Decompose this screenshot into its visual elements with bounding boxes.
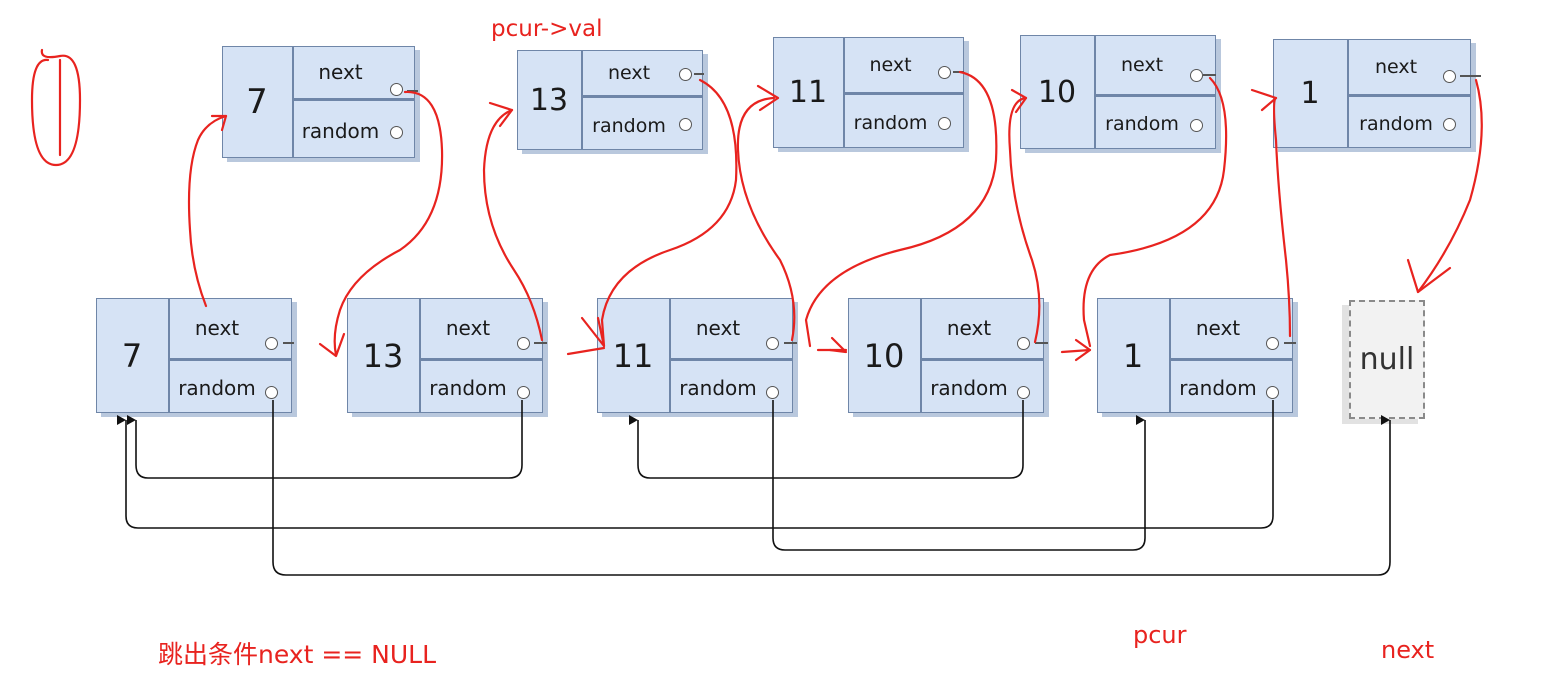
random-field-label: random (930, 376, 1008, 400)
node-value: 11 (597, 298, 671, 413)
next-label: next (1381, 636, 1435, 664)
red-arrow-top10-to-bottom1 (1082, 76, 1228, 348)
red-arrowhead (1010, 88, 1028, 114)
null-node: null (1349, 300, 1425, 419)
node-value: 7 (222, 46, 294, 158)
exit-condition-label: 跳出条件next == NULL (158, 640, 437, 669)
node-value: 13 (517, 50, 583, 150)
next-field-label: next (1169, 298, 1293, 361)
red-arrow-bottom13-to-top13 (482, 108, 544, 342)
red-arrow-bottom1-to-top1 (1272, 96, 1292, 338)
red-arrow-bottom11-to-top11 (736, 96, 796, 342)
top-node-1: 1 next random (1273, 39, 1471, 148)
random-field-label: random (178, 376, 256, 400)
red-loop-mark (30, 48, 82, 167)
next-port-icon (1017, 337, 1030, 350)
next-port-icon (390, 83, 403, 96)
next-port-icon (766, 337, 779, 350)
random-port-icon (1266, 386, 1279, 399)
random-port-icon (1017, 386, 1030, 399)
next-stub-lines (283, 71, 1481, 344)
random-port-icon (1443, 118, 1456, 131)
node-value: 10 (1020, 35, 1096, 149)
random-field-label: random (429, 376, 507, 400)
red-arrow-top1-to-null (1416, 78, 1483, 294)
red-arrowhead (1074, 338, 1092, 362)
random-field-label: random (592, 114, 666, 137)
node-value: 1 (1273, 39, 1349, 148)
next-port-icon (679, 68, 692, 81)
red-arrowhead (318, 332, 346, 358)
random-port-icon (265, 386, 278, 399)
next-field-label: next (581, 50, 703, 98)
red-arrowhead (580, 316, 606, 348)
random-arrow-10-to-11 (629, 400, 1024, 479)
top-node-10: 10 next random (1020, 35, 1216, 149)
top-node-11: 11 next random (773, 37, 964, 148)
next-field-label: next (1094, 35, 1216, 97)
random-arrow-1-to-7 (117, 400, 1274, 529)
top-node-13: 13 next random (517, 50, 703, 150)
random-field-label: random (679, 376, 757, 400)
top-node-7: 7 next random (222, 46, 415, 158)
node-value: 1 (1097, 298, 1171, 413)
random-field-label: random (853, 112, 928, 134)
red-arrow-bottom10-to-bottom1 (1060, 348, 1092, 354)
red-arrowhead (756, 84, 780, 112)
random-port-icon (938, 117, 951, 130)
bottom-node-13: 13 next random (347, 298, 543, 413)
random-arrow-11-to-1 (772, 400, 1146, 551)
red-arrowhead (1406, 258, 1452, 294)
next-port-icon (1443, 70, 1456, 83)
next-port-icon (1266, 337, 1279, 350)
next-port-icon (517, 337, 530, 350)
next-field-label: next (1347, 39, 1471, 97)
next-field-label: next (920, 298, 1044, 361)
random-field-label: random (301, 119, 380, 143)
next-field-label: next (669, 298, 793, 361)
random-port-icon (766, 386, 779, 399)
next-field-label: next (168, 298, 292, 361)
next-field-label: next (292, 46, 415, 101)
node-value: 13 (347, 298, 421, 413)
random-arrow-7-to-null (272, 400, 1391, 576)
bottom-node-10: 10 next random (848, 298, 1044, 413)
pcur-label: pcur (1133, 621, 1187, 649)
red-arrowhead (210, 114, 228, 132)
red-handwritten-arrows (30, 48, 1483, 362)
bottom-node-7: 7 next random (96, 298, 292, 413)
red-arrow-bottom10-to-top10 (1008, 96, 1041, 344)
next-port-icon (938, 66, 951, 79)
random-field-label: random (1105, 113, 1179, 135)
next-field-label: next (419, 298, 543, 361)
red-arrow-top13-to-bottom11 (600, 78, 738, 348)
random-port-icon (1190, 119, 1203, 132)
random-port-icon (517, 386, 530, 399)
random-field-label: random (1179, 376, 1257, 400)
next-port-icon (265, 337, 278, 350)
random-pointer-arrows (117, 400, 1391, 576)
random-port-icon (390, 126, 403, 139)
red-arrow-top11-to-bottom10 (804, 70, 998, 348)
next-port-icon (1190, 69, 1203, 82)
node-value: 10 (848, 298, 922, 413)
red-arrow-bottom7-to-top7 (187, 114, 228, 308)
next-field-label: next (843, 37, 964, 95)
red-arrow-bottom13-to-bottom11 (566, 346, 606, 356)
random-arrow-13-to-7 (127, 400, 523, 479)
node-value: 7 (96, 298, 170, 413)
red-arrowhead (488, 101, 514, 128)
pcur-val-label: pcur->val (491, 16, 603, 42)
random-field-label: random (1359, 112, 1433, 135)
bottom-node-11: 11 next random (597, 298, 793, 413)
red-arrow-top7-to-bottom13 (333, 90, 444, 357)
bottom-node-1: 1 next random (1097, 298, 1293, 413)
red-arrowhead (1250, 88, 1278, 112)
random-port-icon (679, 118, 692, 131)
